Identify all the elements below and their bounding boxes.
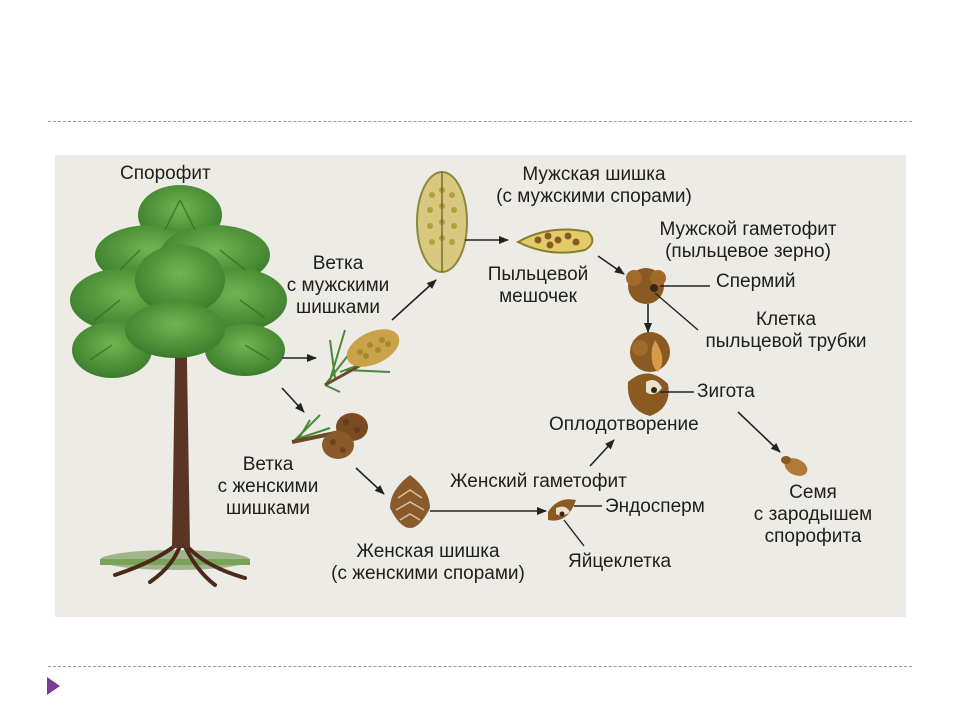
zygote-icon [627,373,669,416]
pollen-tube-icon [630,332,670,372]
male-cone-label-line2: (с мужскими спорами) [496,186,692,207]
pointer-tube-cell [654,292,699,331]
female-gametophyte-label: Женский гаметофит [450,471,627,492]
pollen-sac-label-line2: мешочек [499,286,577,307]
male-branch-label-line2: с мужскими [286,275,390,296]
seed-label-line1: Семя [789,482,837,503]
tube-cell-label-line2: пыльцевой трубки [705,331,867,352]
female-branch-label-line3: шишками [225,498,311,519]
male-branch-label-line3: шишками [295,297,381,318]
arrow-sac-to-pollen-grain [597,255,625,275]
female-cone-label-line1: Женская шишка [356,541,500,562]
female-branch-label-line1: Ветка [242,454,294,475]
arrow-tree-to-female-branch [281,387,305,413]
male-gametophyte-label-line1: Мужской гаметофит [659,219,837,240]
slide-bullet-icon [47,677,60,695]
female-cone-icon [390,475,430,528]
arrow-gametophyte-to-fertilization [589,439,615,467]
sporophyte-tree-icon [70,185,287,587]
female-gametophyte-icon [548,499,576,521]
male-gametophyte-label: Мужской гаметофит (пыльцевое зерно) [618,219,878,263]
arrow-male-branch-to-cone [391,279,437,321]
male-branch-label-line1: Ветка [312,253,364,274]
male-gametophyte-label-line2: (пыльцевое зерно) [665,241,831,262]
arrow-female-branch-to-cone [355,467,385,495]
tube-cell-label-line1: Клетка [755,309,817,330]
egg-cell-label: Яйцеклетка [568,551,672,572]
zygote-label: Зигота [697,381,755,402]
fertilization-label: Оплодотворение [549,414,699,435]
male-cone-icon [416,171,468,273]
female-cone-label-line2: (с женскими спорами) [331,563,525,584]
bottom-divider [48,666,912,667]
sporophyte-label: Спорофит [120,163,211,184]
tube-cell-label: Клетка пыльцевой трубки [680,309,892,353]
pollen-sac-label-line1: Пыльцевой [487,264,589,285]
seed-label: Семя с зародышем спорофита [738,482,888,548]
female-branch-label: Ветка с женскими шишками [198,454,338,520]
male-branch-label: Ветка с мужскими шишками [268,253,408,319]
pollen-sac-label: Пыльцевой мешочек [468,264,608,308]
arrow-zygote-to-seed [737,411,781,453]
seed-label-line3: спорофита [764,526,862,547]
seed-icon [781,456,808,476]
female-cone-label: Женская шишка (с женскими спорами) [300,541,556,585]
male-cone-label: Мужская шишка (с мужскими спорами) [474,164,714,208]
female-branch-icon [291,413,368,459]
female-branch-label-line2: с женскими [217,476,319,497]
seed-label-line2: с зародышем [753,504,873,525]
top-divider [48,121,912,122]
male-cone-label-line1: Мужская шишка [522,164,666,185]
pointer-egg-cell [563,519,585,547]
sperm-label: Спермий [716,271,796,292]
male-branch-icon [324,329,400,393]
pollen-grain-icon [626,268,666,304]
endosperm-label: Эндосперм [605,496,705,517]
pollen-sac-icon [515,228,594,254]
